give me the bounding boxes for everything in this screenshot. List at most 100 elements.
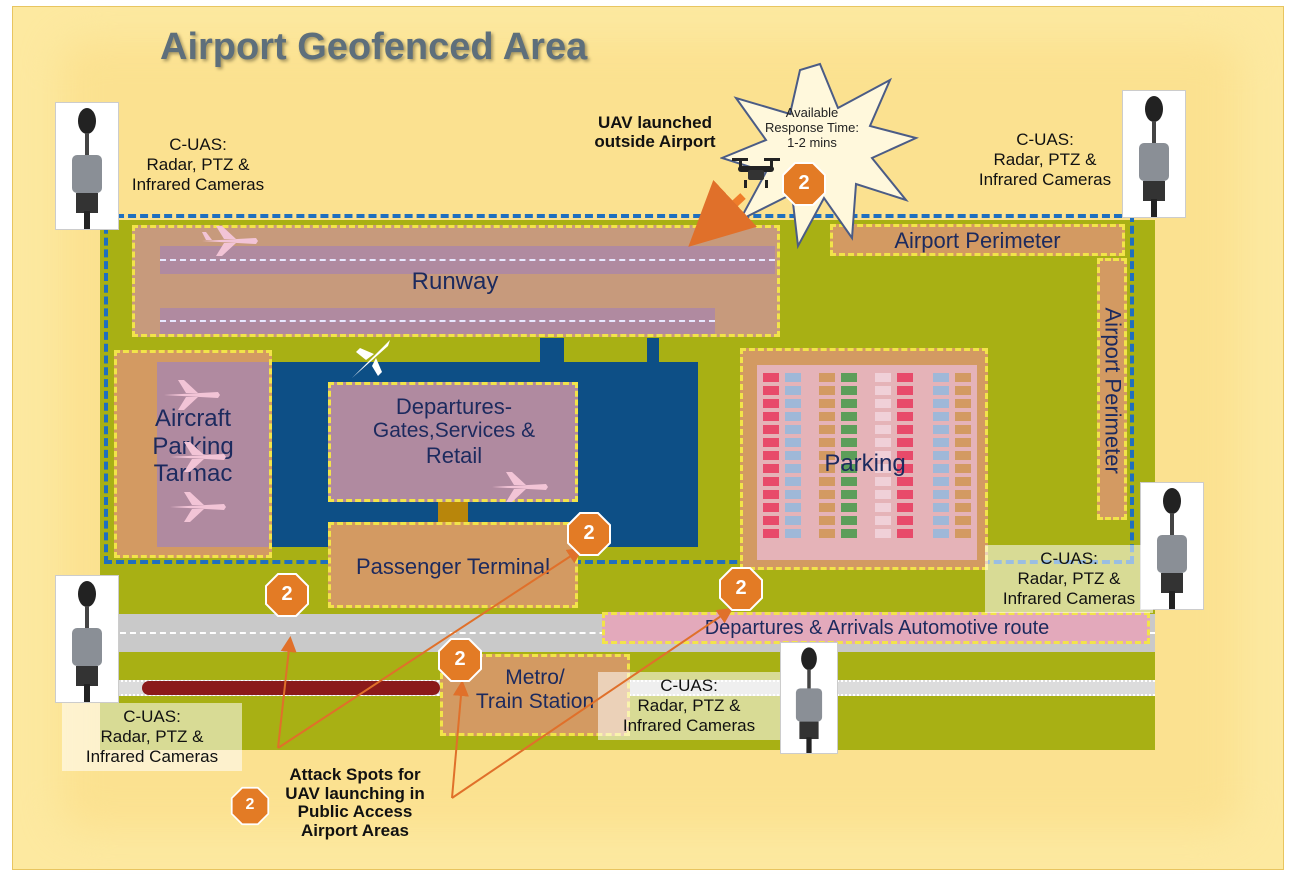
parking-space — [875, 451, 891, 460]
marker-2-metro: 2 — [437, 637, 483, 683]
cuas-label-top-left: C-UAS: Radar, PTZ & Infrared Cameras — [118, 135, 278, 195]
cuas-line1: C-UAS: — [1040, 549, 1098, 568]
parking-space — [933, 438, 949, 447]
metro-line1: Metro/ — [505, 666, 565, 689]
automotive-route-box — [602, 612, 1150, 644]
parking-space — [763, 464, 779, 473]
parking-space — [785, 451, 801, 460]
airport-perimeter-top-label: Airport Perimeter — [894, 228, 1061, 253]
parking-space — [819, 477, 835, 486]
parking-space — [875, 386, 891, 395]
uav-outside-label: UAV launched outside Airport — [580, 113, 730, 151]
plane-icon — [352, 340, 390, 378]
parking-space — [819, 386, 835, 395]
parking-space — [785, 412, 801, 421]
departures-line2: Gates,Services & — [372, 419, 536, 443]
departures-line1: Departures- — [395, 394, 513, 419]
parking-space — [875, 490, 891, 499]
parking-space — [819, 438, 835, 447]
parking-space — [933, 373, 949, 382]
octagon-icon — [438, 638, 482, 682]
parking-space — [763, 399, 779, 408]
passenger-terminal-area — [328, 522, 578, 608]
parking-space — [897, 516, 913, 525]
parking-space — [933, 503, 949, 512]
parking-space — [933, 516, 949, 525]
departures-line3: Retail — [425, 443, 483, 469]
cuas-line2: Radar, PTZ & — [146, 155, 250, 175]
parking-space — [763, 490, 779, 499]
parking-space — [897, 529, 913, 538]
attack-line3: Public Access — [297, 802, 413, 822]
parking-space — [875, 516, 891, 525]
parking-space — [955, 516, 971, 525]
parking-space — [763, 477, 779, 486]
parking-space — [875, 412, 891, 421]
parking-space — [841, 477, 857, 486]
runway-centerline-bottom — [160, 320, 715, 322]
taxiway-1 — [540, 338, 564, 366]
cuas-label-top-right: C-UAS: Radar, PTZ & Infrared Cameras — [965, 130, 1125, 190]
response-line3: 1-2 mins — [787, 134, 837, 150]
octagon-icon — [230, 786, 270, 826]
parking-space — [955, 386, 971, 395]
cuas-line3: Infrared Cameras — [1002, 589, 1136, 609]
departures-area — [328, 382, 578, 502]
sensor-mast-top-right — [1122, 90, 1186, 218]
parking-space — [841, 386, 857, 395]
parking-space — [955, 529, 971, 538]
marker-number: 2 — [583, 522, 595, 544]
parking-space — [897, 451, 913, 460]
cuas-line1: C-UAS: — [169, 135, 227, 154]
parking-space — [933, 490, 949, 499]
parking-space — [819, 412, 835, 421]
page-title: Airport Geofenced Area — [160, 26, 588, 68]
parking-space — [875, 438, 891, 447]
perimeter-strip-top — [830, 224, 1125, 256]
parking-space — [763, 425, 779, 434]
cuas-line3: Infrared Cameras — [978, 170, 1112, 190]
automotive-route-label: Departures & Arrivals Automotive route — [704, 617, 1050, 639]
parking-space — [933, 425, 949, 434]
parking-space — [819, 451, 835, 460]
attack-line1: Attack Spots for — [289, 765, 421, 784]
marker-2-road-left: 2 — [264, 572, 310, 618]
radar-icon — [795, 647, 823, 753]
attack-line2: UAV launching in — [285, 783, 425, 803]
parking-space — [785, 425, 801, 434]
marker-number: 2 — [281, 583, 293, 605]
parking-space — [841, 529, 857, 538]
parking-space — [819, 529, 835, 538]
cuas-line2: Radar, PTZ & — [1017, 569, 1121, 589]
airport-perimeter-line — [104, 214, 1134, 564]
parking-space — [897, 373, 913, 382]
parking-space — [763, 503, 779, 512]
parking-space — [763, 451, 779, 460]
parking-space — [955, 503, 971, 512]
cuas-line3: Infrared Cameras — [131, 175, 265, 195]
radar-icon — [1157, 488, 1187, 609]
cuas-line1: C-UAS: — [1016, 130, 1074, 149]
parking-space — [841, 399, 857, 408]
aircraft-parking-line1: Aircraft — [154, 405, 231, 432]
parking-space — [785, 516, 801, 525]
parking-space — [841, 451, 857, 460]
marker-number: 2 — [735, 577, 747, 599]
marker-2-outside: 2 — [781, 161, 827, 207]
parking-space — [897, 490, 913, 499]
parking-space — [785, 399, 801, 408]
cuas-line3: Infrared Cameras — [622, 716, 756, 736]
parking-space — [819, 425, 835, 434]
parking-space — [955, 451, 971, 460]
parking-space — [955, 425, 971, 434]
cuas-line1: C-UAS: — [123, 707, 181, 726]
jetbridge — [438, 502, 468, 524]
parking-space — [819, 503, 835, 512]
parking-space — [933, 464, 949, 473]
marker-number: 2 — [245, 796, 255, 813]
parking-space — [819, 399, 835, 408]
parking-space — [841, 373, 857, 382]
drone-icon — [732, 158, 780, 188]
parking-space — [785, 386, 801, 395]
metro-line2: Train Station — [475, 690, 595, 714]
